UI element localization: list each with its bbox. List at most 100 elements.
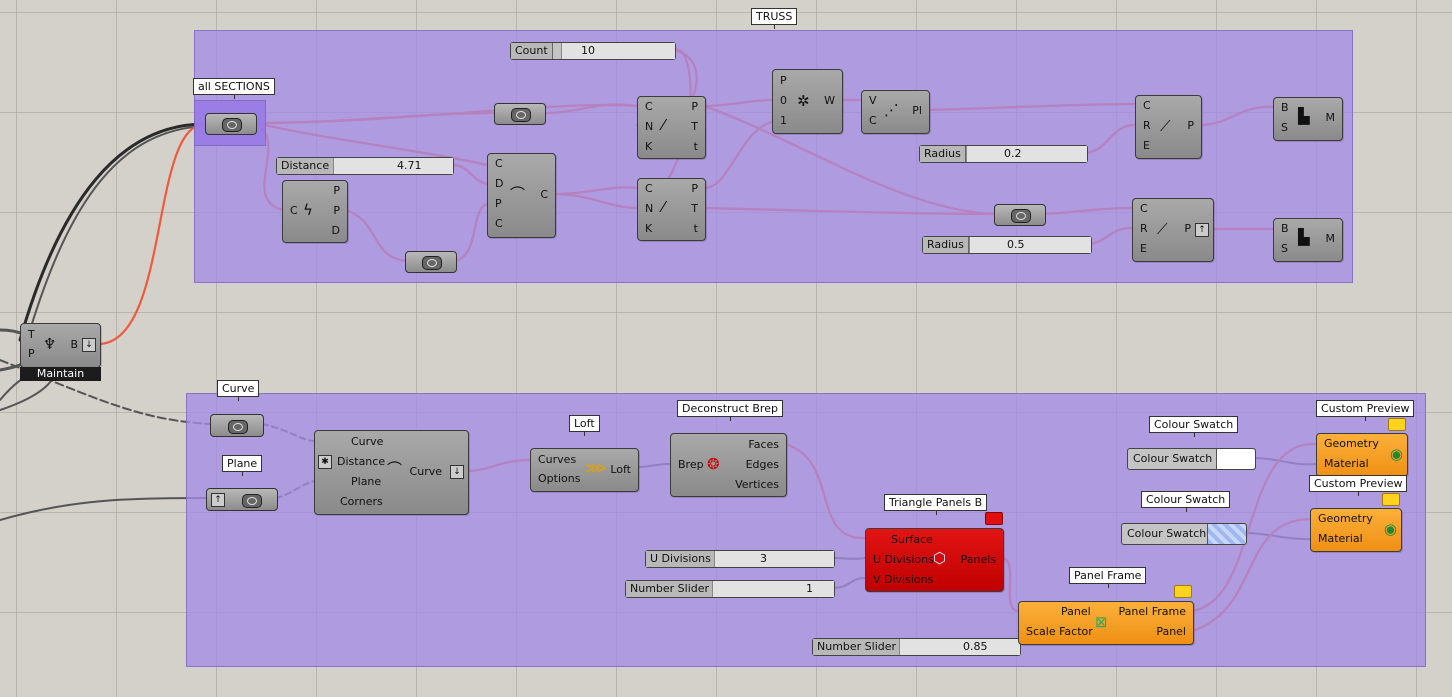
tp-in-vdiv: V Divisions	[873, 573, 934, 586]
polyline-component[interactable]: V C ⋰ Pl	[861, 90, 930, 134]
triangle-icon: ⬡	[933, 549, 947, 567]
tp-in-surface: Surface	[891, 533, 933, 546]
triangle-panels-component[interactable]: Surface U Divisions V Divisions ⬡ Panels	[865, 528, 1004, 592]
distance-slider[interactable]: Distance 4.71	[276, 157, 454, 175]
eval-out-d: D	[331, 224, 340, 237]
pf-in-scale: Scale Factor	[1026, 625, 1093, 638]
offset-in-d: D	[495, 177, 504, 190]
divide-curve-component-2[interactable]: C N K ⁄ P T t	[637, 178, 706, 241]
mesh-icon: ▙	[1298, 228, 1310, 246]
pipe1-in-c: C	[1143, 99, 1151, 112]
eval-out-p2: P	[333, 204, 340, 217]
divide-curve-component-1[interactable]: C N K ⁄ P T t	[637, 96, 706, 159]
curve-icon	[228, 419, 248, 434]
colour-swatch-2[interactable]: Colour Swatch	[1121, 523, 1247, 545]
offset-curve-bottom[interactable]: Curve ✱ Distance Plane Corners ⌒ Curve ↓	[314, 430, 469, 515]
swatch1-color[interactable]	[1216, 449, 1255, 469]
div1-in-k: K	[645, 140, 653, 153]
pipe2-out-p: P	[1184, 222, 1191, 235]
panel-frame-component[interactable]: Panel Scale Factor ⊠ Panel Frame Panel	[1018, 601, 1194, 645]
div2-in-n: N	[645, 202, 654, 215]
cp1-in-material: Material	[1324, 457, 1369, 470]
loft-component[interactable]: Curves Options ⋙ Loft	[530, 448, 639, 492]
poly-in-v: V	[869, 94, 877, 107]
mesh-component-1[interactable]: B S ▙ M	[1273, 97, 1343, 141]
eval-in-c: C	[290, 204, 298, 217]
u-divisions-slider[interactable]: U Divisions 3	[645, 550, 835, 568]
offset-curve-component[interactable]: C D P C ⌒ C	[487, 153, 556, 238]
pipe1-in-e: E	[1143, 139, 1150, 152]
count-slider[interactable]: Count 10	[510, 42, 676, 60]
curve-param[interactable]	[210, 414, 264, 437]
pipe-component-2[interactable]: C R E ⟋ P ↑	[1132, 198, 1214, 262]
custom-preview-2[interactable]: Geometry Material ◉	[1310, 508, 1402, 552]
radius-slider-2-label: Radius	[923, 237, 969, 253]
curve-param-c[interactable]	[994, 204, 1046, 226]
custom-preview-1[interactable]: Geometry Material ◉	[1316, 433, 1408, 477]
curve-param-a[interactable]	[494, 103, 546, 125]
pipe2-in-r: R	[1140, 222, 1148, 235]
oc-in-corners: Corners	[340, 495, 383, 508]
pipe2-in-c: C	[1140, 202, 1148, 215]
div2-out-t2: t	[693, 222, 698, 235]
db-out-vertices: Vertices	[735, 478, 779, 491]
eval-out-p1: P	[333, 184, 340, 197]
oc-in-plane: Plane	[351, 475, 382, 488]
div1-in-c: C	[645, 100, 653, 113]
graft-icon[interactable]: ↑	[1195, 223, 1209, 237]
tree-icon: ♆	[43, 335, 57, 353]
count-slider-value: 10	[581, 44, 595, 57]
number-slider-2[interactable]: Number Slider 0.85	[812, 638, 1021, 656]
plane-icon	[242, 493, 262, 508]
plane-param[interactable]: ↑	[206, 488, 278, 511]
distance-slider-label: Distance	[277, 158, 335, 174]
maintain-label: Maintain	[20, 367, 101, 381]
radius-slider-2-value: 0.5	[1007, 238, 1025, 251]
evaluate-curve-component[interactable]: C ϟ P P D	[282, 180, 348, 243]
offset-in-c2: C	[495, 217, 503, 230]
maintain-component[interactable]: T P ♆ B ↓	[20, 323, 101, 368]
div1-in-n: N	[645, 120, 654, 133]
loft-in-curves: Curves	[538, 453, 577, 466]
div1-out-t: T	[691, 120, 698, 133]
error-balloon-icon[interactable]	[985, 512, 1003, 525]
radius-slider-2[interactable]: Radius 0.5	[922, 236, 1092, 254]
pipe-icon: ⟋	[1160, 117, 1171, 135]
tp-out-panels: Panels	[960, 553, 996, 566]
mesh1-out-m: M	[1325, 111, 1336, 124]
graft-icon[interactable]: ↑	[211, 493, 225, 507]
pipe-component-1[interactable]: C R E ⟋ P	[1135, 95, 1202, 159]
db-out-faces: Faces	[748, 438, 779, 451]
deconstruct-brep-component[interactable]: Brep ❂ Faces Edges Vertices	[670, 433, 787, 497]
radius-slider-1-label: Radius	[920, 146, 966, 162]
param-settings-icon[interactable]: ✱	[318, 455, 332, 469]
number-slider-2-label: Number Slider	[813, 639, 902, 655]
warning-balloon-icon[interactable]	[1174, 585, 1192, 598]
radius-slider-1[interactable]: Radius 0.2	[919, 145, 1088, 163]
curve-param-b[interactable]	[405, 251, 457, 273]
swatch2-color[interactable]	[1207, 524, 1246, 544]
mesh2-out-m: M	[1325, 232, 1336, 245]
mesh-component-2[interactable]: B S ▙ M	[1273, 218, 1343, 262]
swatch2-title: Colour Swatch	[1141, 491, 1231, 512]
warning-balloon-icon[interactable]	[1382, 493, 1400, 506]
u-div-label: U Divisions	[646, 551, 716, 567]
poly-in-c: C	[869, 114, 877, 127]
evaluate-icon: ϟ	[303, 201, 313, 219]
radius-slider-1-value: 0.2	[1004, 147, 1022, 160]
curve-group-label: Curve	[217, 380, 260, 401]
mesh1-in-s: S	[1281, 121, 1288, 134]
warning-balloon-icon[interactable]	[1388, 418, 1406, 431]
pf-out-frame: Panel Frame	[1118, 605, 1186, 618]
flatten-icon[interactable]: ↓	[82, 338, 96, 352]
sections-param[interactable]	[205, 113, 257, 135]
colour-swatch-1[interactable]: Colour Swatch	[1127, 448, 1256, 470]
flatten-icon[interactable]: ↓	[450, 465, 464, 479]
maintain-out-b: B	[70, 338, 78, 351]
weave-component[interactable]: P 0 1 ✲ W	[772, 69, 843, 134]
surface-icon	[422, 256, 442, 270]
number-slider-1[interactable]: Number Slider 1	[625, 580, 835, 598]
div1-out-t2: t	[693, 140, 698, 153]
pf-out-panel: Panel	[1156, 625, 1186, 638]
